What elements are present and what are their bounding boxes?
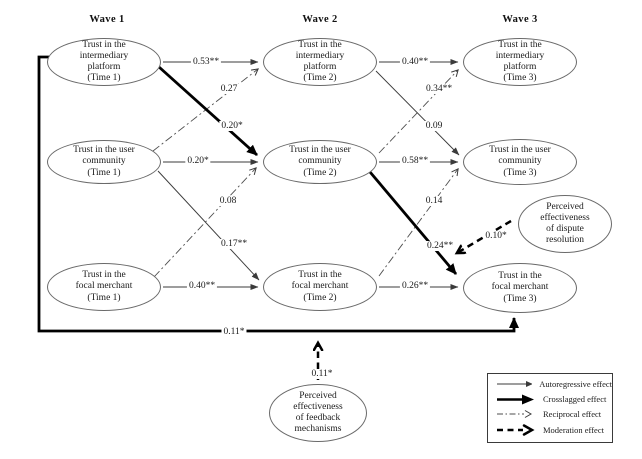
node-label: Perceived effectiveness of dispute resol…	[540, 201, 590, 246]
legend-item-autoregressive: Autoregressive effect	[488, 379, 612, 389]
node-label: Trust in the focal merchant (Time 1)	[75, 270, 133, 303]
coef-community-t1-platform-t2: 0.27	[218, 84, 240, 94]
legend-item-moderation: Moderation effect	[488, 424, 612, 436]
coef-community-t2-merchant-t3: 0.24**	[424, 241, 456, 251]
coef-platform-t1-t2: 0.53**	[190, 57, 222, 67]
legend: Autoregressive effect Crosslagged effect…	[487, 373, 613, 443]
edge-crosslagged-platform-t1-community-t2	[158, 65, 258, 157]
wave-3-header: Wave 3	[502, 14, 538, 25]
node-label: Trust in the focal merchant (Time 3)	[491, 271, 549, 304]
wave-1-header: Wave 1	[89, 14, 125, 25]
coef-community-t2-t3: 0.58**	[399, 156, 431, 166]
coef-merchant-t1-t2: 0.40**	[186, 281, 218, 291]
node-label: Trust in the intermediary platform (Time…	[295, 39, 345, 84]
legend-item-crosslagged: Crosslagged effect	[488, 394, 612, 405]
node-dispute-resolution: Perceived effectiveness of dispute resol…	[518, 195, 612, 253]
coef-platform-t1-merchant-t3: 0.11*	[221, 327, 247, 337]
node-trust-community-t2: Trust in the user community (Time 2)	[263, 140, 377, 184]
coef-merchant-t1-community-t2: 0.08	[217, 196, 239, 206]
reciprocal-arrow-icon	[497, 410, 532, 419]
wave-2-header: Wave 2	[302, 14, 338, 25]
coef-merchant-t2-community-t3: 0.14	[423, 196, 445, 206]
node-trust-platform-t1: Trust in the intermediary platform (Time…	[47, 38, 161, 86]
node-trust-merchant-t1: Trust in the focal merchant (Time 1)	[47, 263, 161, 311]
legend-label: Moderation effect	[543, 424, 604, 435]
edge-reciprocal-merchant-t1-community-t2	[153, 167, 257, 278]
crosslagged-arrow-icon	[497, 394, 534, 405]
coef-feedback-moderation: 0.11*	[309, 369, 335, 379]
moderation-arrow-icon	[497, 424, 535, 436]
legend-label: Autoregressive effect	[539, 379, 612, 390]
node-label: Trust in the focal merchant (Time 2)	[291, 270, 349, 303]
node-label: Trust in the user community (Time 2)	[289, 145, 351, 178]
edge-crosslagged-platform-t1-merchant-t3	[37, 55, 519, 333]
node-trust-merchant-t2: Trust in the focal merchant (Time 2)	[263, 263, 377, 311]
coef-dispute-moderation: 0.10*	[483, 231, 509, 241]
edge-reciprocal-merchant-t2-community-t3	[378, 167, 459, 277]
node-label: Trust in the user community (Time 3)	[489, 145, 551, 178]
coef-community-t2-platform-t3: 0.34**	[423, 84, 455, 94]
node-feedback-mechanisms: Perceived effectiveness of feedback mech…	[269, 384, 367, 442]
edge-crosslagged-community-t1-merchant-t2	[157, 170, 260, 281]
node-trust-community-t3: Trust in the user community (Time 3)	[463, 139, 577, 185]
legend-item-reciprocal: Reciprocal effect	[488, 409, 612, 419]
node-trust-community-t1: Trust in the user community (Time 1)	[47, 140, 161, 184]
node-label: Trust in the intermediary platform (Time…	[79, 39, 129, 84]
legend-label: Reciprocal effect	[543, 409, 602, 420]
coef-platform-t1-community-t2: 0.20*	[219, 121, 245, 131]
node-trust-platform-t3: Trust in the intermediary platform (Time…	[463, 38, 577, 86]
coef-community-t1-t2: 0.20*	[185, 156, 211, 166]
coef-platform-t2-community-t3: 0.09	[423, 121, 445, 131]
coef-platform-t2-t3: 0.40**	[399, 57, 431, 67]
coef-merchant-t2-t3: 0.26**	[399, 281, 431, 291]
node-label: Perceived effectiveness of feedback mech…	[293, 390, 343, 435]
node-label: Trust in the user community (Time 1)	[73, 145, 135, 178]
legend-label: Crosslagged effect	[543, 394, 607, 405]
edge-crosslagged-community-t2-merchant-t3	[368, 171, 458, 275]
autoregressive-arrow-icon	[497, 381, 533, 388]
node-trust-merchant-t3: Trust in the focal merchant (Time 3)	[463, 263, 577, 313]
node-label: Trust in the intermediary platform (Time…	[495, 39, 545, 84]
node-trust-platform-t2: Trust in the intermediary platform (Time…	[263, 38, 377, 86]
edge-reciprocal-community-t2-platform-t3	[378, 69, 459, 154]
coef-community-t1-merchant-t2: 0.17**	[218, 239, 250, 249]
